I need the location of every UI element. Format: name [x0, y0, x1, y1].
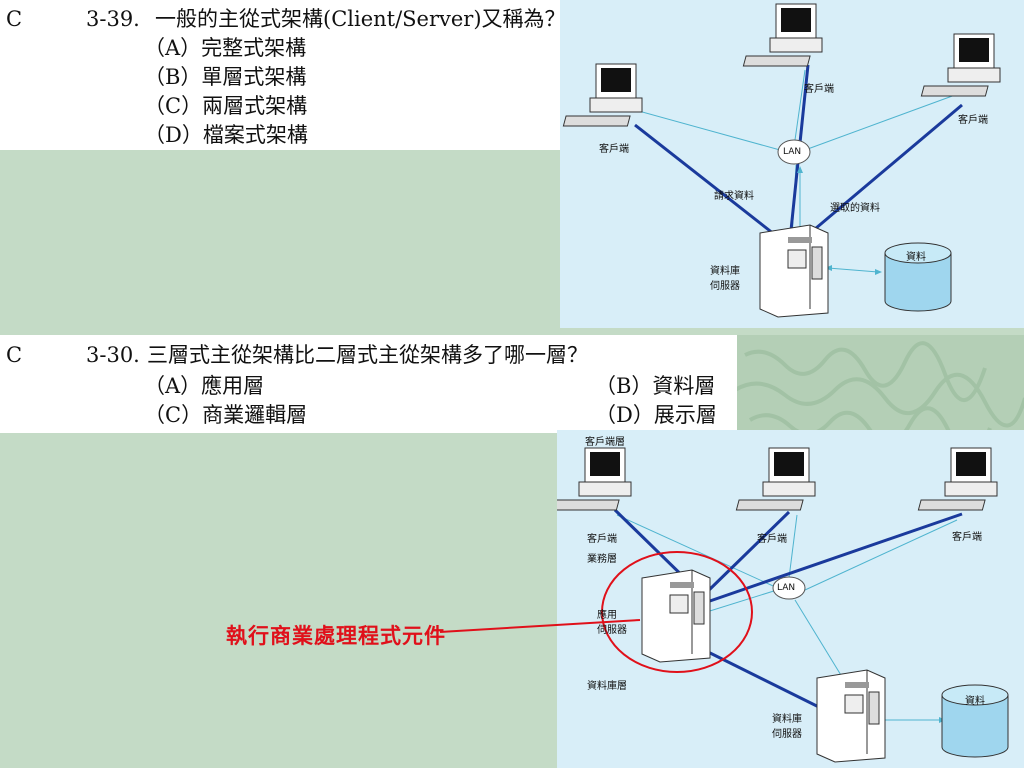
computer-icon — [557, 447, 632, 511]
lan-label: LAN — [777, 583, 796, 593]
option-b: （B）資料層 — [595, 374, 716, 398]
option-b: （B）單層式架構 — [144, 65, 307, 89]
computer-icon — [917, 447, 998, 511]
request-label: 請求資料 — [714, 191, 754, 202]
computer-icon — [562, 63, 643, 127]
lan-node-icon — [772, 576, 806, 600]
app-server-icon — [641, 569, 711, 663]
computer-icon — [742, 3, 823, 67]
question-2-block: C 3-30. 三層式主從架構比二層式主從架構多了哪一層？ （A）應用層 （B）… — [0, 335, 737, 433]
client-top-label: 客戶端 — [804, 84, 834, 95]
highlight-circle — [601, 551, 753, 673]
three-tier-diagram: 客戶端層 客戶端 客戶端 客戶端 業務層 應用 伺服器 LAN 資料庫層 資料庫… — [557, 430, 1024, 768]
response-label: 選取的資料 — [830, 203, 880, 214]
answer-label: C — [6, 7, 23, 31]
data-label: 資料 — [906, 252, 926, 263]
client-right-label: 客戶端 — [958, 115, 988, 126]
answer-label: C — [6, 343, 23, 367]
two-tier-diagram: 客戶端 客戶端 客戶端 LAN 請求資料 選取的資料 資料庫 伺服器 資料 — [560, 0, 1024, 328]
client-mid-label: 客戶端 — [757, 534, 787, 545]
client-tier-label: 客戶端層 — [585, 437, 625, 448]
lan-node-icon — [777, 139, 811, 165]
question-number: 3-39. — [86, 7, 140, 31]
computer-icon — [920, 33, 1001, 97]
question-1-block: C 3-39. 一般的主從式架構(Client/Server)又稱為？ （A）完… — [0, 0, 566, 150]
client-left-label: 客戶端 — [587, 534, 617, 545]
business-tier-label: 業務層 — [587, 554, 617, 565]
option-a: （A）應用層 — [144, 374, 265, 398]
computer-icon — [735, 447, 816, 511]
db-tier-label: 資料庫層 — [587, 681, 627, 692]
app-server-label-line1: 應用 — [597, 610, 617, 621]
db-server-label-line1: 資料庫 — [772, 714, 802, 725]
client-left-label: 客戶端 — [599, 144, 629, 155]
database-icon — [884, 242, 952, 312]
question-number: 3-30. — [86, 343, 140, 367]
client-right-label: 客戶端 — [952, 532, 982, 543]
question-stem: 三層式主從架構比二層式主從架構多了哪一層？ — [147, 343, 588, 367]
option-d: （D）檔案式架構 — [144, 123, 308, 147]
server-label-line1: 資料庫 — [710, 266, 740, 277]
server-label-line2: 伺服器 — [710, 281, 740, 292]
question-stem: 一般的主從式架構(Client/Server)又稱為？ — [155, 7, 566, 31]
decorative-pattern — [735, 335, 1024, 433]
option-c: （C）兩層式架構 — [144, 94, 308, 118]
option-d: （D）展示層 — [595, 403, 717, 427]
lan-label: LAN — [783, 147, 802, 157]
option-a: （A）完整式架構 — [144, 36, 307, 60]
db-server-icon — [816, 669, 886, 763]
data-label: 資料 — [965, 696, 985, 707]
db-server-label-line2: 伺服器 — [772, 729, 802, 740]
app-server-label-line2: 伺服器 — [597, 625, 627, 636]
database-icon — [941, 684, 1009, 758]
option-c: （C）商業邏輯層 — [144, 403, 308, 427]
annotation-label: 執行商業處理程式元件 — [226, 623, 446, 648]
server-icon — [759, 224, 829, 318]
